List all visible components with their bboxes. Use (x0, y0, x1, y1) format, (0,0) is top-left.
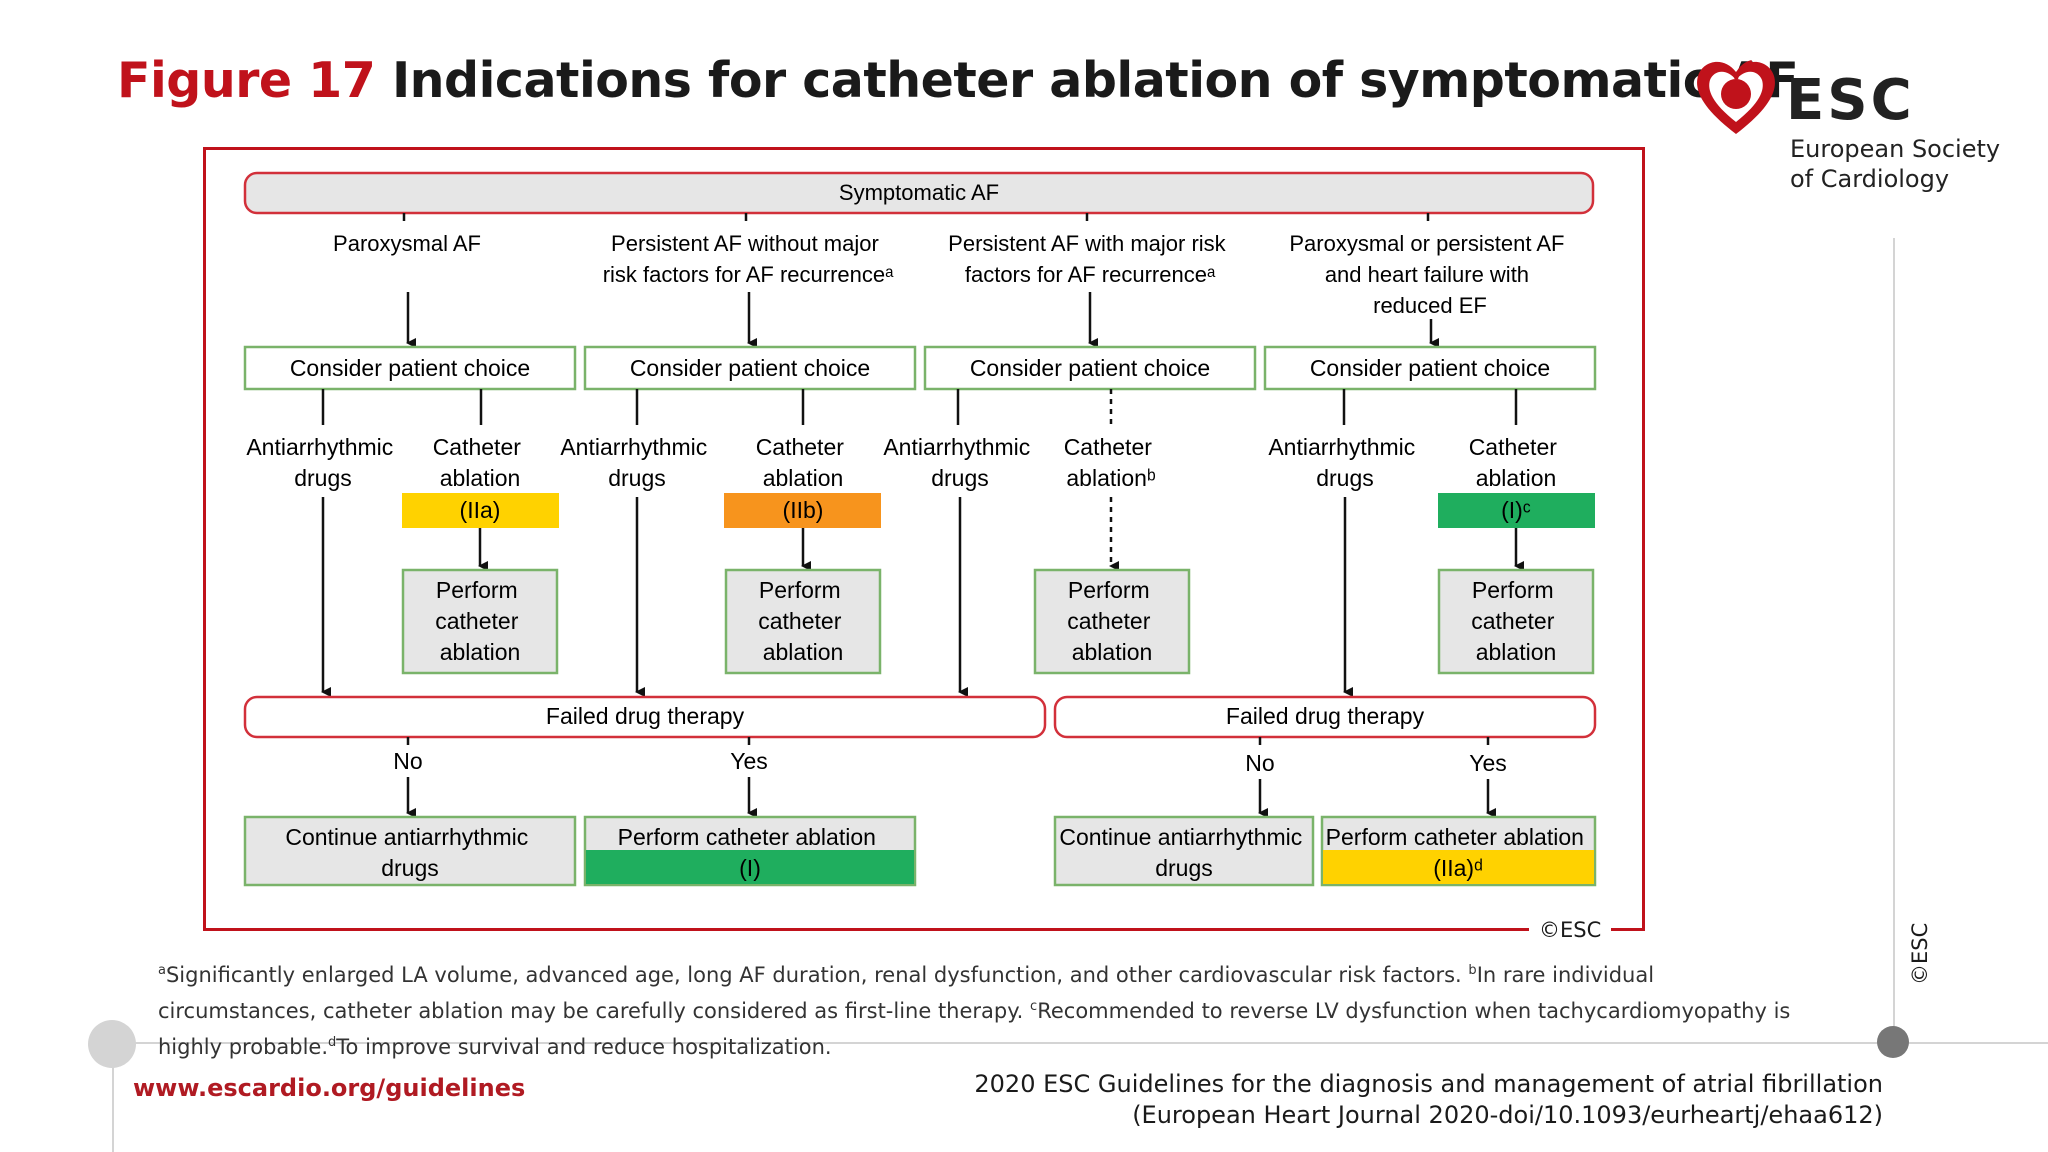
perform-label-1: Perform catheter ablation (435, 577, 525, 665)
logo-abbreviation: ESC (1786, 68, 1915, 133)
perform-label-3: Perform catheter ablation (1067, 577, 1157, 665)
slide-dot-left (88, 1020, 136, 1068)
branch-no-left: No (393, 748, 422, 774)
drugs-label-1: Antiarrhythmic drugs (246, 434, 399, 491)
ablation-label-4: Catheter ablation (1469, 434, 1564, 491)
slide-vertical-line-right (1893, 238, 1895, 1042)
footnotes: aSignificantly enlarged LA volume, advan… (158, 963, 1791, 1059)
drugs-label-4: Antiarrhythmic drugs (1268, 434, 1421, 491)
consider-box-2 (583, 345, 917, 391)
consider-box-1 (243, 345, 577, 391)
outcome-label-ablation-right: Perform catheter ablation (IIa)ᵈ (1326, 824, 1591, 881)
failed-therapy-label-left: Failed drug therapy (546, 703, 745, 729)
symptomatic-af-label: Symptomatic AF (839, 180, 999, 205)
heading-persistent-without-risk: Persistent AF without major risk factors… (603, 231, 894, 287)
outcome-class-bar-left (586, 850, 914, 884)
consider-label-3: Consider patient choice (970, 355, 1210, 381)
consider-box-3 (923, 345, 1257, 391)
drugs-label-3: Antiarrhythmic drugs (883, 434, 1036, 491)
figure-copyright: ©ESC (1529, 918, 1612, 942)
page-title: Figure 17 Indications for catheter ablat… (117, 52, 1799, 109)
outcome-label-continue-left: Continue antiarrhythmic drugs (285, 824, 534, 881)
outcome-box-continue-right (1053, 815, 1315, 887)
outcome-label-continue-right: Continue antiarrhythmic drugs (1059, 824, 1308, 881)
logo-society-name: European Society of Cardiology (1790, 135, 2001, 193)
class-badge-2 (724, 493, 881, 528)
class-label-4: (I)ᶜ (1501, 497, 1531, 523)
perform-label-4: Perform catheter ablation (1471, 577, 1561, 665)
class-label-1: (IIa) (460, 497, 501, 523)
heading-heart-failure: Paroxysmal or persistent AF and heart fa… (1289, 231, 1570, 318)
ablation-label-3: Catheter ablationᵇ (1064, 434, 1159, 491)
consider-box-4 (1263, 345, 1597, 391)
failed-therapy-box-right (1053, 695, 1597, 739)
figure-title: Indications for catheter ablation of sym… (391, 52, 1799, 109)
consider-label-1: Consider patient choice (290, 355, 530, 381)
outcome-class-bar-right (1323, 850, 1594, 884)
ablation-label-2: Catheter ablation (756, 434, 851, 491)
ablation-label-1: Catheter ablation (433, 434, 528, 491)
heading-persistent-with-risk: Persistent AF with major risk factors fo… (948, 231, 1232, 287)
side-copyright: ©ESC (1908, 922, 1932, 985)
symptomatic-af-box (243, 171, 1595, 215)
outcome-box-continue-left (243, 815, 577, 887)
outcome-label-ablation-left: Perform catheter ablation (I) (618, 824, 883, 881)
flowchart: Symptomatic AF Paroxysmal AF Persistent … (243, 171, 1597, 887)
failed-therapy-label-right: Failed drug therapy (1226, 703, 1425, 729)
perform-box-3 (1033, 568, 1191, 675)
reference-line-2: (European Heart Journal 2020-doi/10.1093… (1132, 1101, 1883, 1129)
drugs-label-2: Antiarrhythmic drugs (560, 434, 713, 491)
slide-vertical-line-left (112, 1042, 114, 1152)
perform-box-1 (401, 568, 559, 675)
esc-logo: ESC European Society of Cardiology (1694, 54, 2000, 204)
consider-label-2: Consider patient choice (630, 355, 870, 381)
figure-frame (203, 147, 1645, 931)
reference-line-1: 2020 ESC Guidelines for the diagnosis an… (974, 1070, 1883, 1098)
class-badge-4 (1438, 493, 1595, 528)
consider-label-4: Consider patient choice (1310, 355, 1550, 381)
failed-therapy-box-left (243, 695, 1047, 739)
branch-no-right: No (1245, 750, 1274, 776)
perform-box-4 (1437, 568, 1595, 675)
slide-divider-line (112, 1042, 2048, 1044)
branch-yes-left: Yes (730, 748, 768, 774)
heading-paroxysmal-af: Paroxysmal AF (333, 231, 481, 256)
class-badge-1 (402, 493, 559, 528)
guidelines-link[interactable]: www.escardio.org/guidelines (133, 1074, 526, 1102)
perform-box-2 (724, 568, 882, 675)
heart-logo-icon (1697, 60, 1775, 134)
class-label-2: (IIb) (783, 497, 824, 523)
guideline-reference: 2020 ESC Guidelines for the diagnosis an… (974, 1069, 1883, 1131)
branch-yes-right: Yes (1469, 750, 1507, 776)
slide-dot-right (1877, 1026, 1909, 1058)
figure-number: Figure 17 (117, 52, 376, 109)
perform-label-2: Perform catheter ablation (758, 577, 848, 665)
